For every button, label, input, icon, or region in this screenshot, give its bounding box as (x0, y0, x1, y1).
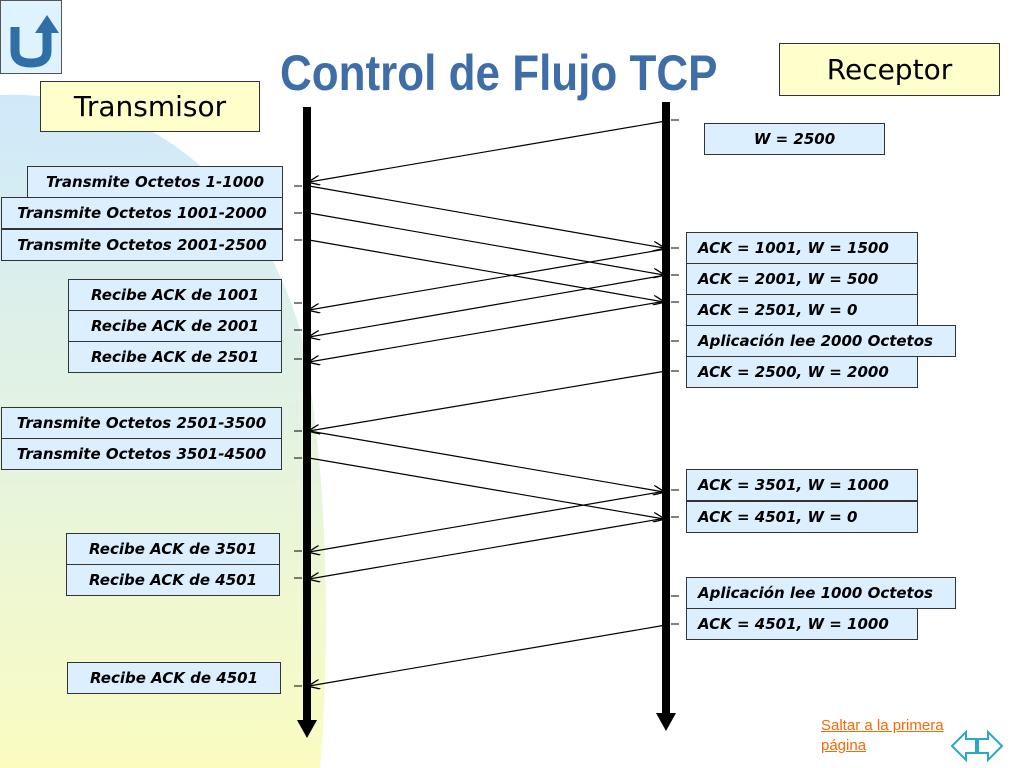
arrow-left-icon (950, 729, 977, 763)
sender-box: Recibe ACK de 3501 (66, 533, 280, 565)
receiver-box: ACK = 3501, W = 1000 (686, 469, 918, 501)
sender-box: Recibe ACK de 2001 (68, 310, 282, 342)
receiver-box: ACK = 2500, W = 2000 (686, 356, 918, 388)
receiver-box: ACK = 4501, W = 1000 (686, 608, 918, 640)
segment-arrow (308, 212, 664, 275)
receiver-box: Aplicación lee 2000 Octetos (686, 325, 956, 357)
ack-arrow (309, 517, 667, 579)
sender-box: Recibe ACK de 2501 (68, 341, 282, 373)
jump-to-first-page-link[interactable]: Saltar a la primera página (821, 717, 944, 754)
sender-box: Transmite Octetos 1-1000 (27, 166, 283, 198)
segment-arrow (308, 430, 664, 492)
next-slide-button[interactable] (976, 728, 1004, 764)
receiver-box: ACK = 2501, W = 0 (686, 294, 918, 326)
receiver-box: ACK = 4501, W = 0 (686, 501, 918, 533)
ack-arrow (309, 624, 667, 686)
ack-arrow (309, 490, 667, 552)
receptor-label: Receptor (779, 43, 1000, 96)
receiver-timeline (656, 102, 676, 731)
ack-arrow (309, 370, 667, 431)
sender-box: Recibe ACK de 4501 (67, 662, 281, 694)
window-advert-arrow (309, 120, 667, 182)
sender-timeline (297, 107, 317, 738)
receiver-box: ACK = 2001, W = 500 (686, 263, 918, 295)
ack-arrow (309, 248, 667, 310)
ack-arrow (309, 274, 667, 337)
home-button[interactable] (0, 0, 62, 74)
segment-arrow (308, 457, 664, 519)
sender-box: Transmite Octetos 3501-4500 (1, 438, 282, 470)
segment-arrow (308, 239, 664, 302)
u-turn-icon (10, 15, 59, 68)
receiver-box: Aplicación lee 1000 Octetos (686, 577, 956, 609)
receiver-box: ACK = 1001, W = 1500 (686, 232, 918, 264)
arrow-right-icon (977, 729, 1004, 763)
sender-box: Transmite Octetos 1001-2000 (1, 197, 283, 229)
sender-box: Transmite Octetos 2001-2500 (1, 229, 283, 261)
sender-box: Recibe ACK de 4501 (66, 564, 280, 596)
transmisor-label: Transmisor (40, 81, 260, 132)
sender-box: Transmite Octetos 2501-3500 (1, 407, 282, 439)
segment-arrow (308, 185, 664, 248)
ack-arrow (309, 300, 667, 362)
prev-slide-button[interactable] (950, 728, 978, 764)
receiver-window-box: W = 2500 (704, 123, 885, 155)
slide-title: Control de Flujo TCP (280, 45, 718, 101)
sender-box: Recibe ACK de 1001 (68, 279, 282, 311)
